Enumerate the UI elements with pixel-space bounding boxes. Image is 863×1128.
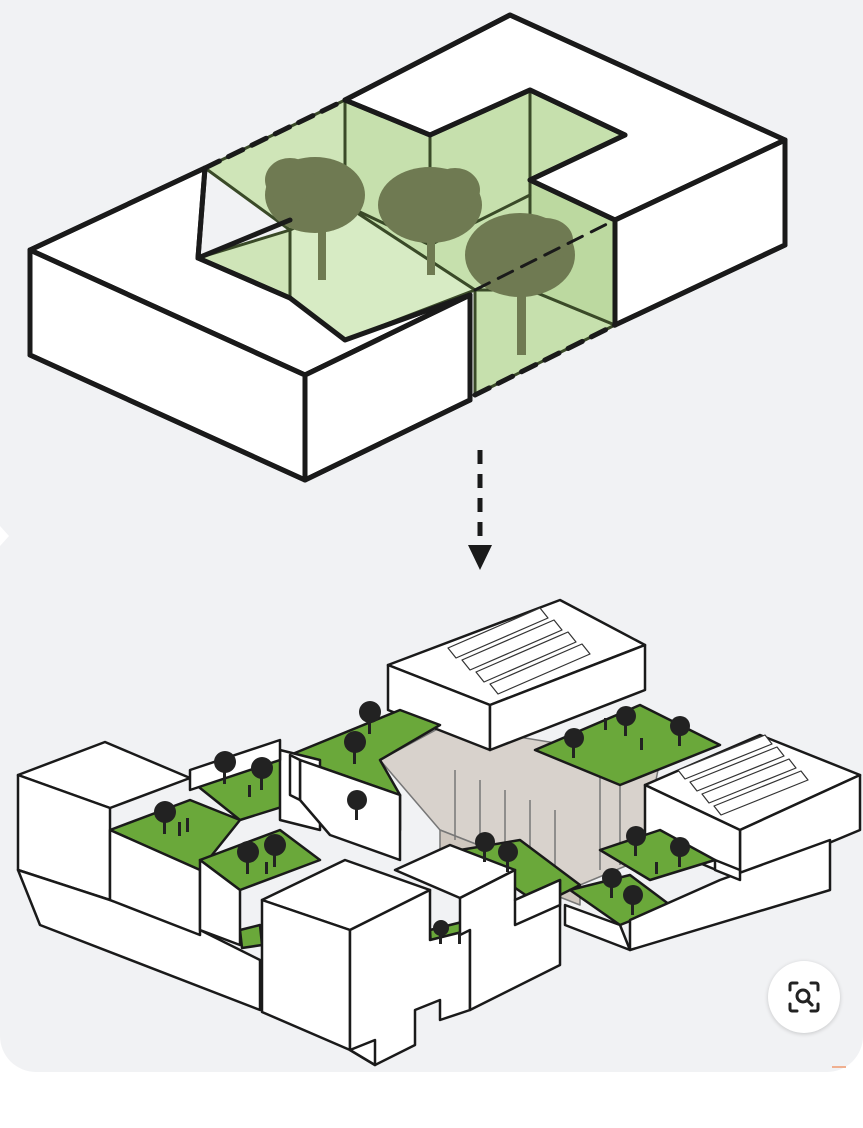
tree-icon	[359, 701, 381, 734]
courtyard-trees	[265, 157, 575, 355]
tree-icon	[670, 716, 690, 746]
solar-roof-block	[643, 733, 862, 882]
right-lower-block	[563, 838, 832, 952]
middle-step-block	[393, 843, 562, 1012]
solar-panels-icon	[447, 607, 591, 695]
terrace-trees	[154, 701, 690, 944]
tree-icon	[616, 706, 636, 736]
image-card	[0, 0, 863, 1072]
tree-icon	[670, 837, 690, 867]
people-figures	[178, 718, 658, 944]
visual-search-icon	[788, 981, 820, 1013]
architecture-diagram	[16, 12, 862, 1067]
tree-icon	[475, 832, 495, 862]
previous-image-nub	[0, 526, 9, 546]
solar-panels-icon	[677, 734, 809, 816]
tree-icon	[433, 920, 449, 944]
tree-icon	[264, 834, 286, 867]
tree-icon	[237, 841, 259, 874]
tree-icon	[347, 790, 367, 820]
tree-icon	[214, 751, 236, 784]
tree-icon	[265, 157, 365, 280]
tree-icon	[154, 801, 176, 834]
bottom-terraced-massing	[16, 598, 862, 1067]
tree-icon	[626, 826, 646, 856]
tree-icon	[564, 728, 584, 758]
tree-icon	[602, 868, 622, 898]
dashed-arrow-down-icon	[468, 450, 492, 570]
tree-icon	[465, 213, 575, 355]
front-tower-block	[260, 858, 472, 1067]
tree-icon	[251, 757, 273, 790]
tree-icon	[378, 167, 482, 275]
visual-search-button[interactable]	[768, 961, 840, 1033]
tree-icon	[498, 842, 518, 872]
tree-icon	[344, 731, 366, 764]
solar-roof-block	[386, 598, 647, 752]
top-courtyard-massing	[27, 12, 788, 483]
tree-icon	[623, 885, 643, 915]
bottom-accent	[832, 1066, 846, 1068]
